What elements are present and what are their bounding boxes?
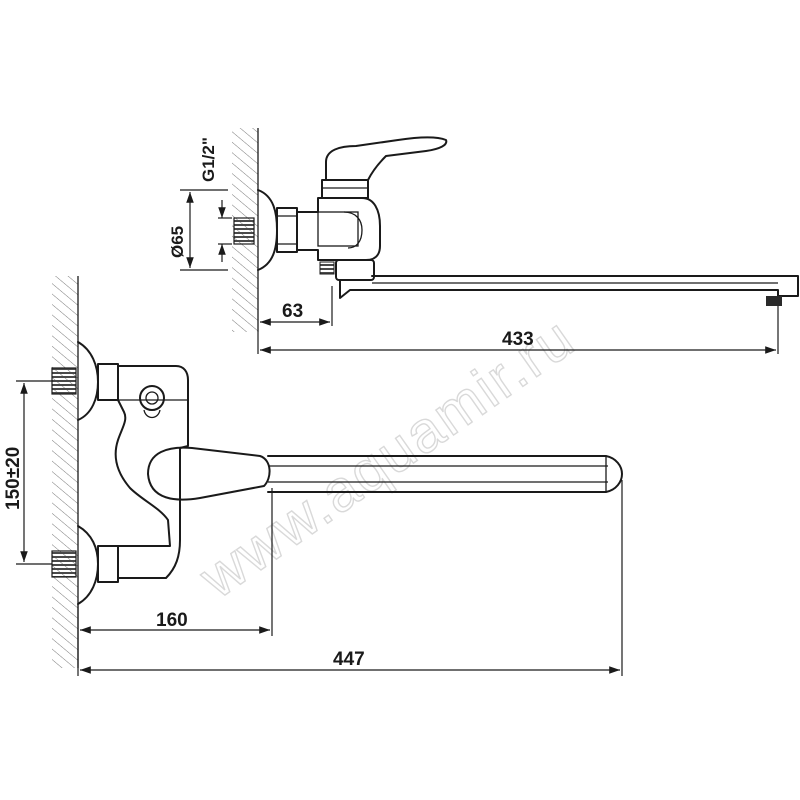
watermark: www.aquamir.ru [187,304,587,612]
side-diverter [319,261,335,275]
wall-offset-label: 63 [282,301,303,322]
front-lower-flange [77,525,99,605]
front-lever-handle [147,446,271,501]
front-upper-flange [77,341,99,421]
front-lower-thread [51,550,77,578]
front-upper-thread [51,367,77,395]
side-spout [339,275,799,299]
front-view: 150±20 160 447 [3,276,623,676]
side-lever-handle [325,136,448,181]
side-flange [257,189,278,271]
total-length-label: 447 [333,649,365,670]
flange-diameter-label: Ø65 [168,226,187,258]
thread-label: G1/2" [199,137,218,182]
front-spout [267,455,623,493]
watermark-text: www.aquamir.ru [187,305,586,612]
side-thread-connection [233,217,255,245]
center-distance-label: 150±20 [3,447,24,510]
side-mixer-body [296,197,381,261]
body-width-label: 160 [156,610,188,631]
side-cartridge-collar [321,179,369,199]
side-view: G1/2" Ø65 63 433 [168,128,799,354]
side-spout-swivel [335,259,375,281]
spout-reach-label: 433 [502,329,534,350]
front-wall [52,276,78,668]
side-aerator [766,296,782,306]
front-mixer-body [114,365,189,579]
side-eccentric-nut [276,207,298,253]
front-diverter-knob [139,385,165,411]
